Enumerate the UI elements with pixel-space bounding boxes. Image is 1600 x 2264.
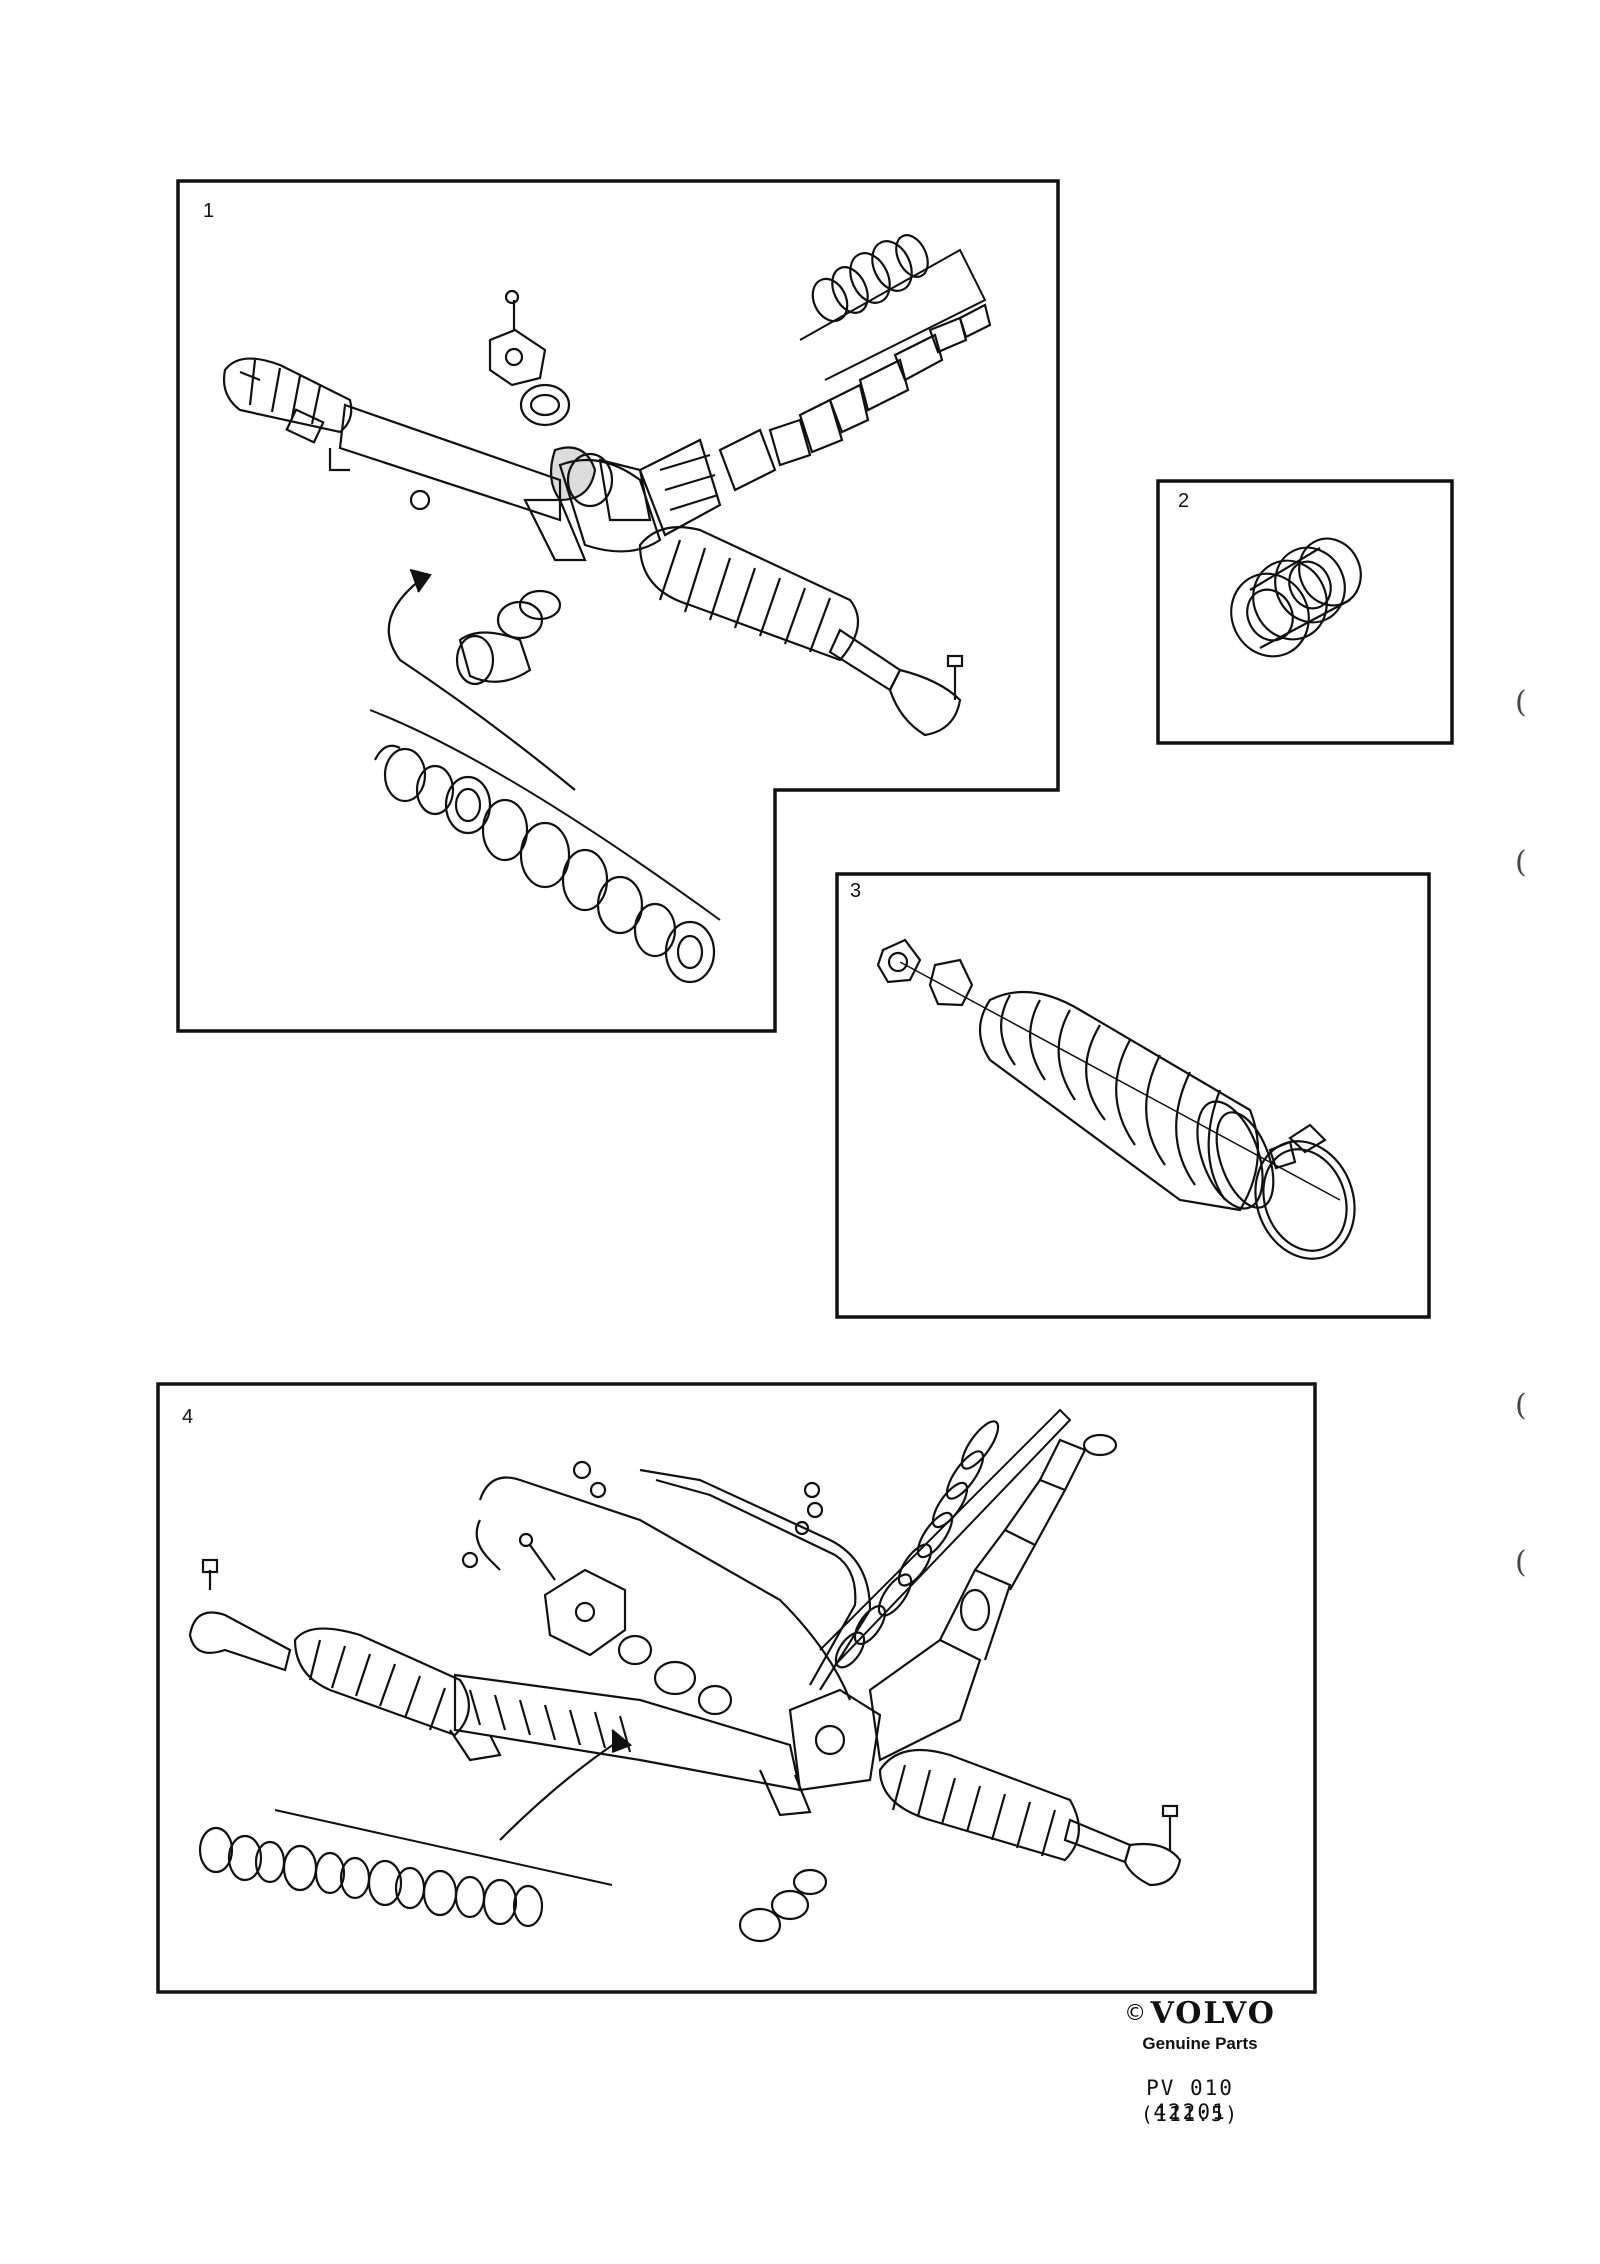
brand-tagline: Genuine Parts [1142, 2034, 1258, 2053]
brand-name: VOLVO [1150, 1996, 1276, 2031]
panel-2-frame [1156, 479, 1454, 745]
panel-3-frame [835, 872, 1431, 1319]
panel-label-2: 2 [1178, 490, 1190, 512]
panel-label-1: 1 [203, 200, 215, 222]
margin-mark: ( [1515, 685, 1527, 720]
panel-label-4: 4 [182, 1406, 194, 1428]
margin-mark: ( [1515, 1388, 1527, 1423]
panel-4-illustration [188, 1408, 1182, 1943]
volvo-logo: © VOLVO [1100, 1996, 1300, 2031]
panel-4-frame [156, 1382, 1317, 1994]
document-subcode: (111:5) [1140, 2102, 1240, 2126]
margin-mark: ( [1515, 1545, 1527, 1580]
margin-mark: ( [1515, 845, 1527, 880]
document-number: PV 010 42201 [1146, 2076, 1234, 2124]
panel-1-frame [176, 179, 1060, 1033]
panel-label-3: 3 [850, 880, 862, 902]
panel-1-illustration [222, 234, 992, 984]
panel-2-illustration [1230, 537, 1362, 658]
panel-3-illustration [876, 938, 1356, 1260]
copyright-symbol: © [1124, 2001, 1147, 2026]
